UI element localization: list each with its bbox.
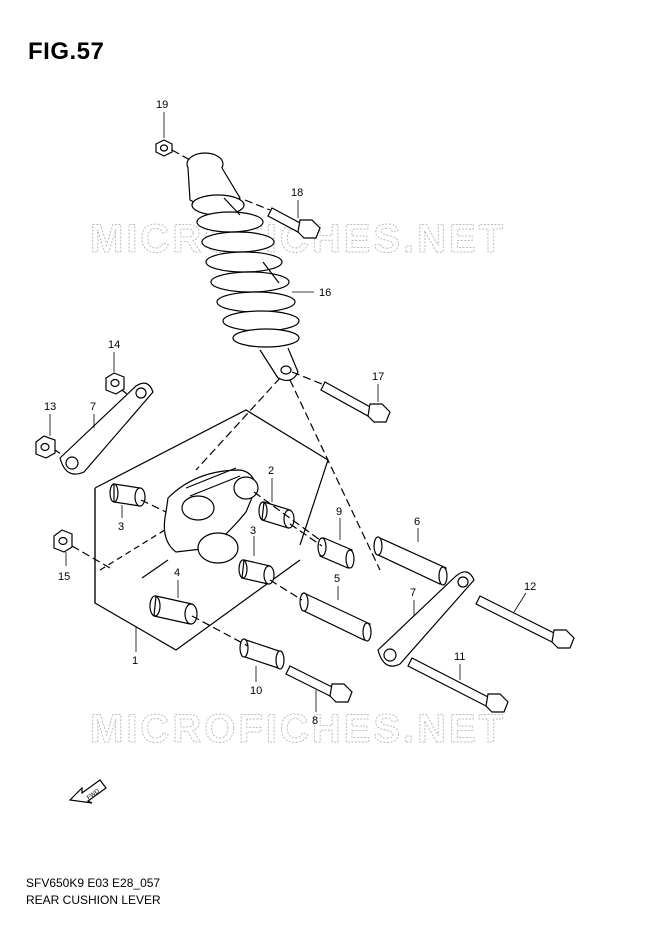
callout-1: 1 xyxy=(132,655,138,667)
bolt-17 xyxy=(291,371,391,423)
callout-15: 15 xyxy=(58,571,70,583)
callout-numbers: 19 18 16 14 17 13 7 2 3 3 9 6 4 15 5 7 1… xyxy=(44,99,536,727)
bearing-3-lower xyxy=(238,559,275,585)
callout-5: 5 xyxy=(334,573,340,585)
rear-shock-absorber xyxy=(186,152,300,382)
spacer-9 xyxy=(317,537,355,569)
callout-8: 8 xyxy=(312,715,318,727)
callout-6: 6 xyxy=(414,516,420,528)
tie-rod-7-left xyxy=(59,382,154,475)
bolt-12 xyxy=(475,595,575,649)
callout-16: 16 xyxy=(319,287,331,299)
spacer-10 xyxy=(239,638,285,670)
callout-9: 9 xyxy=(336,506,342,518)
spacer-6 xyxy=(373,536,448,586)
cushion-lever xyxy=(163,467,259,564)
figure-title: FIG.57 xyxy=(28,38,105,65)
bearing-2 xyxy=(258,501,295,529)
bolt-8 xyxy=(285,665,353,703)
callout-19: 19 xyxy=(156,99,168,111)
spacer-5 xyxy=(299,592,372,642)
washer-19 xyxy=(155,139,191,161)
callout-17: 17 xyxy=(372,371,384,383)
bearing-4 xyxy=(149,595,198,625)
callout-10: 10 xyxy=(250,685,262,697)
callout-2: 2 xyxy=(268,465,274,477)
cushion-lever-box xyxy=(94,409,329,651)
callout-7-left: 7 xyxy=(90,401,96,413)
fwd-arrow-icon xyxy=(68,779,107,804)
assembly-guide-lines xyxy=(140,377,381,647)
callout-11: 11 xyxy=(454,651,465,663)
bolt-11 xyxy=(407,657,509,713)
diagram-name: REAR CUSHION LEVER xyxy=(26,893,161,907)
callout-4: 4 xyxy=(174,567,180,579)
watermark-bottom: MICROFICHES.NET xyxy=(90,707,506,751)
callout-7-right: 7 xyxy=(410,587,416,599)
tie-rod-7-right xyxy=(377,571,475,667)
callout-12: 12 xyxy=(524,581,536,593)
callout-18: 18 xyxy=(291,187,303,199)
model-code: SFV650K9 E03 E28_057 xyxy=(26,876,161,890)
bearing-3-upper xyxy=(109,483,146,507)
callout-13: 13 xyxy=(44,401,56,413)
callout-leaders xyxy=(49,112,527,712)
callout-14: 14 xyxy=(108,339,120,351)
callout-3-lower: 3 xyxy=(250,525,256,537)
washer-15 xyxy=(53,529,111,569)
bolt-18 xyxy=(244,199,321,239)
callout-3-upper: 3 xyxy=(118,521,124,533)
